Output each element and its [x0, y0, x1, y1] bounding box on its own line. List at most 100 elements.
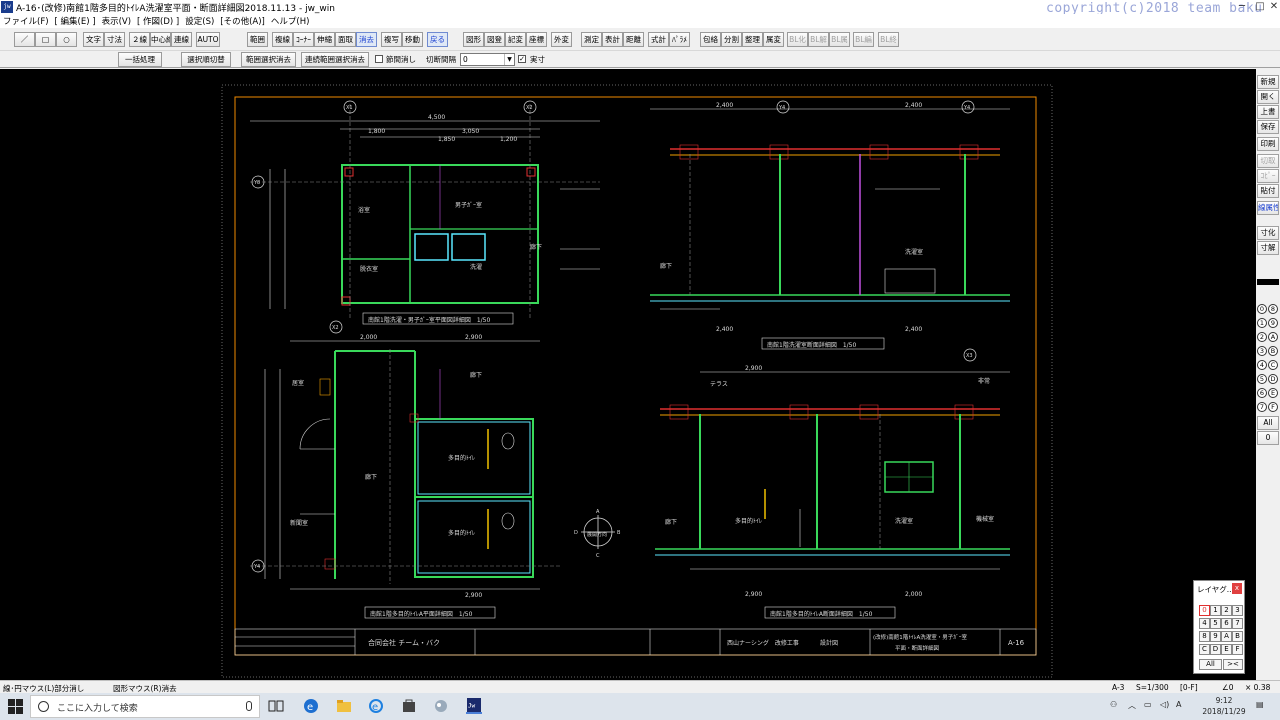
layer-group-2[interactable]: 2: [1257, 332, 1267, 342]
layer-cell-c[interactable]: C: [1199, 644, 1210, 655]
maximize-icon[interactable]: □: [1255, 1, 1265, 12]
menu-settings[interactable]: 設定(S): [185, 17, 215, 27]
task-view-icon[interactable]: [268, 698, 284, 714]
layer-cell-a[interactable]: A: [1221, 631, 1232, 642]
interval-select[interactable]: 0 ▼: [460, 53, 515, 66]
range-button[interactable]: 範囲: [247, 32, 268, 47]
layer-group-4[interactable]: 4: [1257, 360, 1267, 370]
envelope-button[interactable]: 包絡: [700, 32, 721, 47]
formula-button[interactable]: 式計: [648, 32, 669, 47]
minimize-icon[interactable]: ─: [1238, 1, 1246, 12]
block-edit-button[interactable]: BL編: [853, 32, 874, 47]
menu-draw[interactable]: [ 作図(D) ]: [137, 17, 180, 27]
angle-indicator[interactable]: ∠0: [1222, 683, 1234, 692]
parametric-button[interactable]: ﾊﾟﾗﾒ: [669, 32, 690, 47]
jw-cad-taskbar-icon[interactable]: Jw: [466, 698, 482, 714]
file-explorer-icon[interactable]: [336, 698, 352, 714]
new-file-button[interactable]: 新規: [1257, 75, 1279, 89]
layer-group-c[interactable]: C: [1268, 360, 1278, 370]
select-order-button[interactable]: 選択順切替: [181, 52, 231, 67]
layer-cell-9[interactable]: 9: [1210, 631, 1221, 642]
block-create-button[interactable]: BL化: [787, 32, 808, 47]
line-tool-button[interactable]: ／: [14, 32, 35, 47]
layer-popup-back-button[interactable]: ><: [1223, 659, 1243, 670]
copy-button[interactable]: 複写: [381, 32, 402, 47]
all-groups-button[interactable]: All: [1257, 416, 1279, 430]
layer-cell-f[interactable]: F: [1232, 644, 1243, 655]
layer-cell-8[interactable]: 8: [1199, 631, 1210, 642]
layer-group-8[interactable]: 8: [1268, 304, 1278, 314]
layer-group-5[interactable]: 5: [1257, 374, 1267, 384]
layer-cell-2[interactable]: 2: [1221, 605, 1232, 616]
print-button[interactable]: 印刷: [1257, 137, 1279, 151]
layer-group-d[interactable]: D: [1268, 374, 1278, 384]
organize-button[interactable]: 整理: [742, 32, 763, 47]
block-explode-button[interactable]: BL解: [808, 32, 829, 47]
layer-group-7[interactable]: 7: [1257, 402, 1267, 412]
coordinate-button[interactable]: 座標: [526, 32, 547, 47]
cut-button[interactable]: 切取: [1257, 154, 1279, 168]
taskbar-search-box[interactable]: ここに入力して検索: [30, 695, 260, 718]
attribute-change-button[interactable]: 属変: [763, 32, 784, 47]
layer-cell-3[interactable]: 3: [1232, 605, 1243, 616]
real-size-checkbox[interactable]: ✓: [518, 55, 526, 63]
menu-view[interactable]: 表示(V): [101, 17, 132, 27]
menu-edit[interactable]: [ 編集(E) ]: [54, 17, 96, 27]
zoom-indicator[interactable]: × 0.38: [1245, 683, 1271, 692]
close-icon[interactable]: ✕: [1269, 1, 1279, 12]
layer-cell-d[interactable]: D: [1210, 644, 1221, 655]
app-icon[interactable]: [433, 698, 449, 714]
rect-tool-button[interactable]: □: [35, 32, 56, 47]
layer-cell-b[interactable]: B: [1232, 631, 1243, 642]
layer-group-b[interactable]: B: [1268, 346, 1278, 356]
move-button[interactable]: 移動: [402, 32, 423, 47]
close-icon[interactable]: x: [1232, 583, 1242, 594]
layer-cell-6[interactable]: 6: [1221, 618, 1232, 629]
notifications-icon[interactable]: ▤: [1256, 700, 1264, 709]
trim-button[interactable]: 伸縮: [314, 32, 335, 47]
layer-popup-all-button[interactable]: All: [1199, 659, 1222, 670]
microphone-icon[interactable]: [246, 701, 252, 711]
shape-button[interactable]: 図形: [463, 32, 484, 47]
paste-button[interactable]: 貼付: [1257, 184, 1279, 198]
block-end-button[interactable]: BL終: [878, 32, 899, 47]
layer-cell-0[interactable]: 0: [1199, 605, 1210, 616]
offset-button[interactable]: 複線: [272, 32, 293, 47]
copy-clipboard-button[interactable]: ｺﾋﾟｰ: [1257, 169, 1279, 183]
ime-mode-indicator[interactable]: A: [1176, 700, 1182, 709]
volume-icon[interactable]: ◁): [1160, 700, 1170, 709]
centerline-button[interactable]: 中心線: [150, 32, 171, 47]
current-layer-indicator[interactable]: 0: [1257, 431, 1279, 445]
overwrite-button[interactable]: 上書: [1257, 105, 1279, 119]
block-attribute-button[interactable]: BL属: [829, 32, 850, 47]
save-button[interactable]: 保存: [1257, 120, 1279, 134]
paper-size-indicator[interactable]: A-3: [1112, 683, 1125, 692]
layer-range-indicator[interactable]: [0-F]: [1180, 683, 1198, 692]
internet-explorer-icon[interactable]: e: [368, 698, 384, 714]
taskbar-clock[interactable]: 9:12 2018/11/29: [1202, 696, 1246, 716]
symbol-change-button[interactable]: 記変: [505, 32, 526, 47]
layer-cell-7[interactable]: 7: [1232, 618, 1243, 629]
layer-group-6[interactable]: 6: [1257, 388, 1267, 398]
dimension-tool-button[interactable]: 寸法: [104, 32, 125, 47]
layer-cell-5[interactable]: 5: [1210, 618, 1221, 629]
tray-chevron-icon[interactable]: ︿: [1128, 701, 1136, 710]
line-attribute-button[interactable]: 線属性: [1257, 201, 1279, 215]
undo-button[interactable]: 戻る: [427, 32, 448, 47]
external-change-button[interactable]: 外変: [551, 32, 572, 47]
dimension-create-button[interactable]: 寸化: [1257, 226, 1279, 240]
continuous-line-button[interactable]: 連線: [171, 32, 192, 47]
double-line-button[interactable]: ２線: [129, 32, 150, 47]
measure-button[interactable]: 測定: [581, 32, 602, 47]
menu-help[interactable]: ヘルプ(H): [270, 17, 310, 27]
layer-cell-4[interactable]: 4: [1199, 618, 1210, 629]
scale-indicator[interactable]: S=1/300: [1136, 683, 1169, 692]
layer-group-0[interactable]: 0: [1257, 304, 1267, 314]
corner-button[interactable]: ｺｰﾅｰ: [293, 32, 314, 47]
partial-erase-checkbox[interactable]: [375, 55, 383, 63]
layer-cell-e[interactable]: E: [1221, 644, 1232, 655]
continuous-range-erase-button[interactable]: 連続範囲選択消去: [301, 52, 369, 67]
text-tool-button[interactable]: 文字: [83, 32, 104, 47]
layer-cell-1[interactable]: 1: [1210, 605, 1221, 616]
layer-group-3[interactable]: 3: [1257, 346, 1267, 356]
